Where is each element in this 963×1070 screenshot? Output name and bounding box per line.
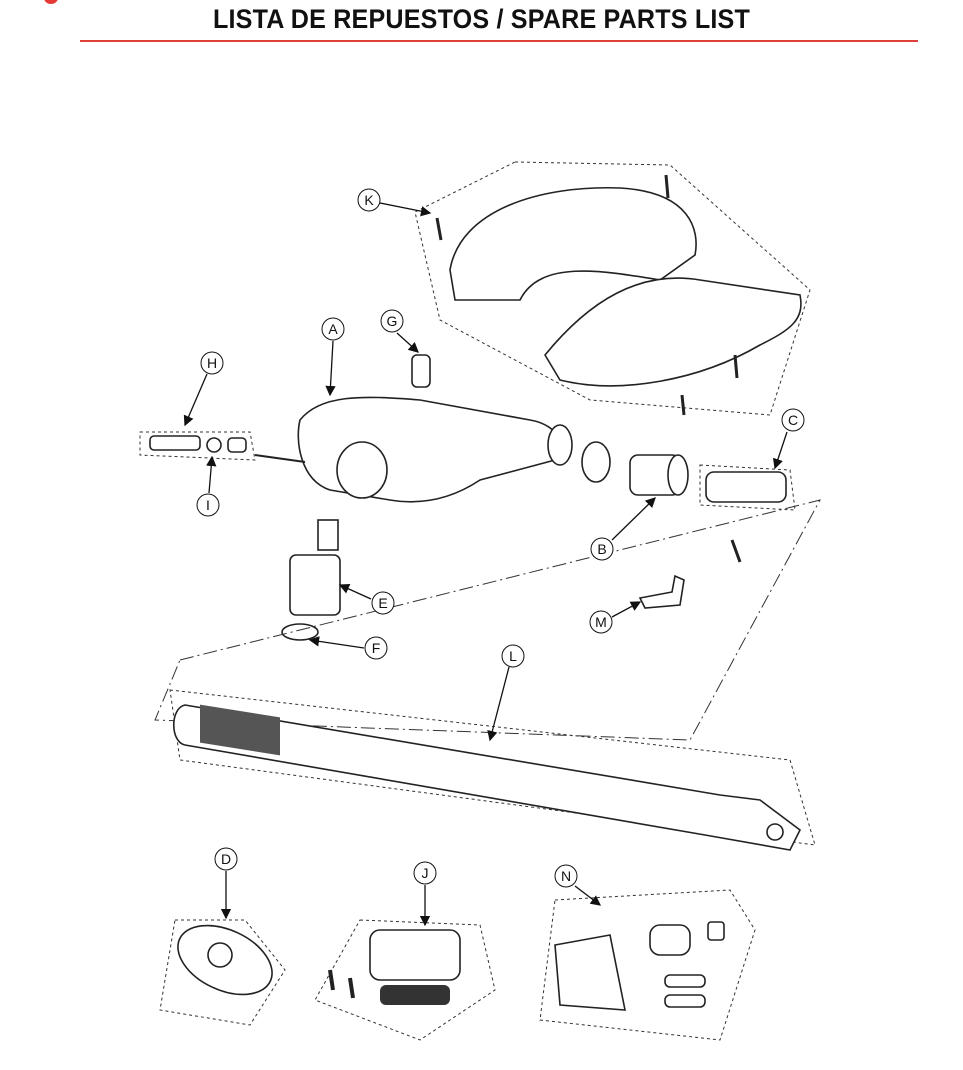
svg-text:H: H (207, 355, 217, 371)
callout-h: H (200, 351, 224, 375)
svg-text:N: N (561, 868, 571, 884)
brand-logo-fragment (44, 0, 58, 4)
svg-text:A: A (328, 321, 338, 337)
callout-arrows (183, 202, 788, 927)
part-h-valve-set (139, 431, 256, 461)
part-k-cover (414, 161, 811, 416)
part-l-tube (154, 499, 821, 851)
page-title: LISTA DE REPUESTOS / SPARE PARTS LIST (212, 4, 751, 34)
svg-text:I: I (206, 497, 210, 513)
part-d-plate (159, 919, 286, 1026)
svg-text:G: G (387, 313, 398, 329)
callout-b: B (590, 537, 614, 561)
part-c-coupler (699, 464, 796, 511)
callout-m: M (589, 610, 613, 634)
svg-text:J: J (422, 865, 429, 881)
svg-text:D: D (221, 851, 231, 867)
part-b-cap (629, 454, 689, 496)
callout-e: E (371, 591, 395, 615)
part-f-clip (281, 623, 319, 641)
svg-text:L: L (509, 648, 517, 664)
callout-c: C (781, 408, 805, 432)
callout-n: N (554, 864, 578, 888)
callout-k: K (357, 188, 381, 212)
title-divider (80, 40, 918, 42)
callout-l: L (501, 644, 525, 668)
callout-d: D (214, 847, 238, 871)
part-g-fitting (411, 354, 431, 388)
callout-j: J (413, 861, 437, 885)
callout-g: G (380, 309, 404, 333)
part-n-kit (539, 889, 756, 1041)
callout-f: F (364, 636, 388, 660)
part-a-body (254, 396, 611, 503)
svg-text:B: B (597, 541, 606, 557)
svg-text:K: K (364, 192, 374, 208)
callout-a: A (321, 317, 345, 341)
part-j-clamp (314, 919, 496, 1041)
svg-text:M: M (595, 614, 607, 630)
svg-text:F: F (372, 640, 381, 656)
pin (730, 539, 742, 563)
part-e-spring-nut (289, 519, 341, 616)
callout-i: I (196, 493, 220, 517)
part-m-bracket (638, 574, 685, 609)
svg-text:C: C (788, 412, 798, 428)
svg-text:E: E (378, 595, 387, 611)
